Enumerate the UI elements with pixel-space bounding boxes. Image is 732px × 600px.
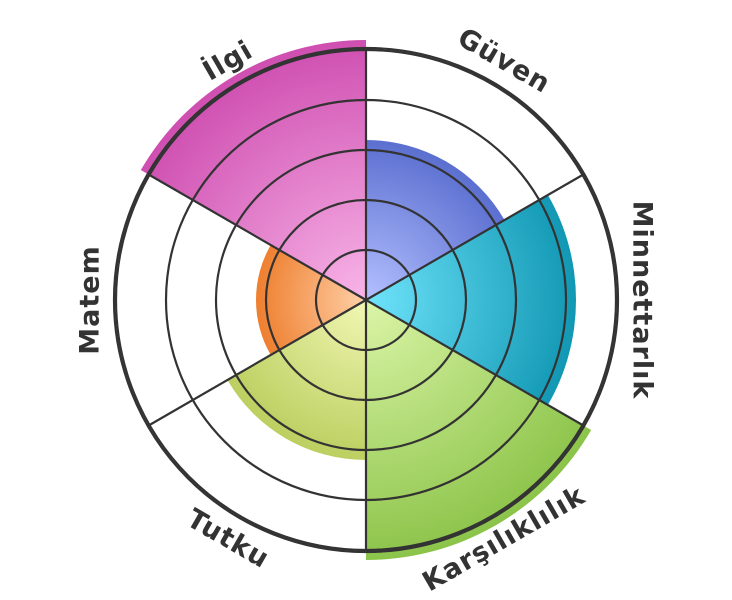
divider-4 <box>147 299 367 427</box>
label-tutku: Tutku <box>181 503 274 575</box>
sector-matem <box>256 245 366 355</box>
sector-tutku <box>227 300 366 460</box>
sector-karsiliklilik <box>366 300 592 560</box>
grid <box>112 46 620 554</box>
sector-guven <box>366 140 505 300</box>
sector-minnettarlik <box>366 195 577 405</box>
label-minnettarlik: Minnettarlık <box>627 201 658 400</box>
divider-5 <box>147 173 367 301</box>
sector-ilgi <box>140 40 366 300</box>
segment-fills <box>140 40 592 560</box>
divider-2 <box>365 299 585 427</box>
divider-1 <box>365 173 585 301</box>
label-matem: Matem <box>75 245 106 354</box>
